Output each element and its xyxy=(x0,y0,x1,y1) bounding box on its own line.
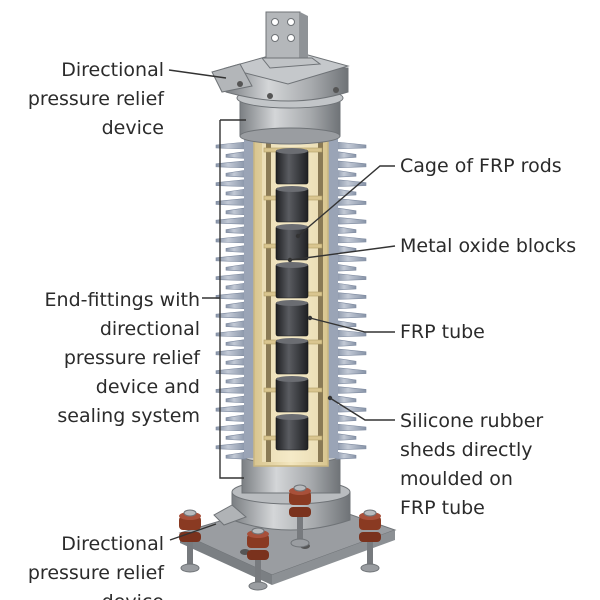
leader-lines xyxy=(168,69,396,541)
shed-fin xyxy=(335,414,357,422)
shed-fin xyxy=(335,179,367,187)
leader-top-relief xyxy=(168,69,227,79)
base-feet xyxy=(179,484,381,591)
metal-oxide-block xyxy=(275,263,309,299)
block-top-face xyxy=(276,414,308,420)
shed-fin xyxy=(335,235,367,244)
shed-fin xyxy=(335,169,357,178)
leader-sheds xyxy=(329,397,395,421)
leader-dots xyxy=(287,233,333,401)
shed-fin xyxy=(335,386,367,394)
shed-fin xyxy=(335,207,357,216)
shed-fin xyxy=(335,310,367,319)
leader-frp-rods xyxy=(297,165,395,237)
block-top-face xyxy=(276,376,308,382)
shed-fin xyxy=(225,207,247,216)
metal-oxide-block xyxy=(275,187,309,223)
shed-fin xyxy=(225,301,247,310)
shed-fin xyxy=(225,395,247,404)
shed-fin xyxy=(335,339,357,347)
shed-fin xyxy=(335,367,367,375)
block-top-face xyxy=(276,186,308,192)
shed-fin xyxy=(225,245,247,253)
shed-fin xyxy=(225,282,247,291)
shed-fin xyxy=(335,301,357,310)
foot-insulator xyxy=(247,527,269,591)
silicone-sheds xyxy=(215,141,367,460)
shed-fin xyxy=(335,151,357,159)
block-top-face xyxy=(276,224,308,230)
shed-fin xyxy=(335,292,367,300)
leader-bottom-relief xyxy=(169,523,217,541)
shed-fin xyxy=(335,348,367,357)
foot-insulator xyxy=(359,509,381,573)
leader-end-fittings-bracket xyxy=(219,120,244,479)
shed-fin xyxy=(335,451,357,460)
shed-fin xyxy=(225,451,247,460)
shed-fin xyxy=(335,433,357,441)
shed-fin xyxy=(335,357,357,366)
shed-fin xyxy=(225,169,247,178)
shed-fin xyxy=(225,320,247,328)
block-top-face xyxy=(276,300,308,306)
shed-fin xyxy=(225,339,247,347)
label-end-fittings: End-fittings with directional pressure r… xyxy=(44,289,200,427)
metal-oxide-block xyxy=(275,415,309,451)
block-top-face xyxy=(276,148,308,154)
shed-fin xyxy=(335,273,367,281)
shed-fin xyxy=(335,216,367,225)
block-top-face xyxy=(276,262,308,268)
metal-oxide-block xyxy=(275,149,309,185)
frp-rod xyxy=(318,140,323,462)
shed-fin xyxy=(335,282,357,291)
shed-fin xyxy=(335,376,357,385)
shed-fin xyxy=(335,141,367,150)
shed-fin xyxy=(225,188,247,197)
metal-oxide-block xyxy=(275,339,309,375)
label-bottom-relief-device: Directional pressure relief device xyxy=(27,533,164,600)
shed-fin xyxy=(335,423,367,432)
label-top-relief-device: Directional pressure relief device xyxy=(27,59,164,139)
shed-fin xyxy=(335,395,357,404)
shed-fin xyxy=(225,433,247,441)
leader-frp-tube xyxy=(309,317,395,333)
shed-fin xyxy=(335,226,357,234)
metal-oxide-block xyxy=(275,377,309,413)
shed-fin xyxy=(225,151,247,159)
shed-fin xyxy=(335,263,357,272)
label-mo-blocks: Metal oxide blocks xyxy=(400,235,577,257)
label-frp-tube: FRP tube xyxy=(400,321,485,343)
shed-fin xyxy=(225,414,247,422)
shed-fin xyxy=(335,254,367,263)
top-terminal-lug xyxy=(260,11,322,69)
shed-fin xyxy=(225,226,247,234)
shed-fin xyxy=(225,376,247,385)
shed-fin xyxy=(335,160,367,169)
foot-insulator xyxy=(289,484,311,548)
frp-rod xyxy=(266,140,271,462)
label-silicone-sheds: Silicone rubber sheds directly moulded o… xyxy=(400,410,544,519)
block-top-face xyxy=(276,338,308,344)
leader-mo-blocks xyxy=(289,245,396,261)
foot-insulator xyxy=(179,509,201,573)
shed-fin xyxy=(335,442,367,451)
metal-oxide-block xyxy=(275,301,309,337)
label-frp-rods: Cage of FRP rods xyxy=(400,155,562,177)
shed-fin xyxy=(225,357,247,366)
shed-fin xyxy=(225,263,247,272)
